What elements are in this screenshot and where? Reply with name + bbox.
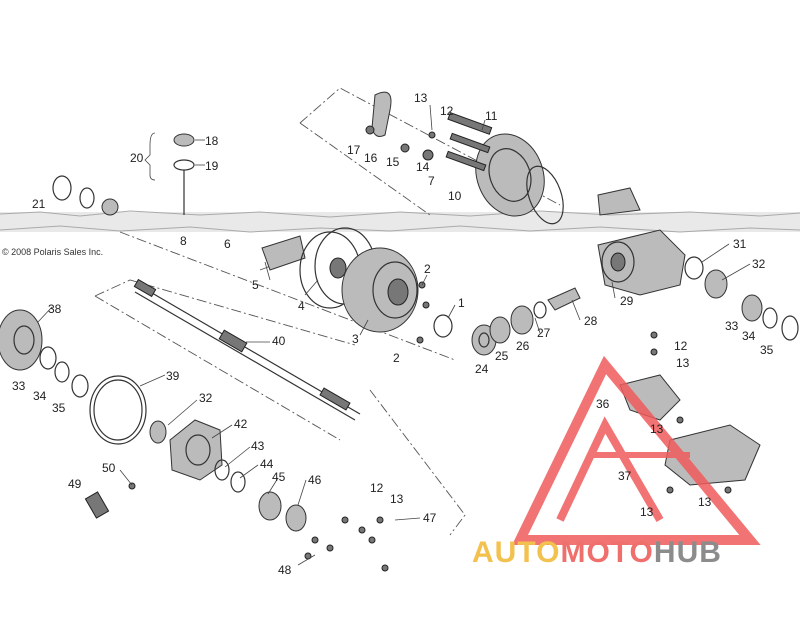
callout-34b: 34 <box>33 389 47 403</box>
gearcase-29 <box>597 187 728 299</box>
drive-shaft-40 <box>133 278 361 421</box>
callout-38: 38 <box>48 302 62 316</box>
bolts-47-48 <box>304 516 389 572</box>
callout-49: 49 <box>68 477 82 491</box>
callout-6: 6 <box>224 237 231 251</box>
callout-11: 11 <box>485 109 498 123</box>
watermark-logo <box>512 355 761 545</box>
callout-13c: 13 <box>390 492 404 506</box>
callout-4: 4 <box>298 299 305 313</box>
callout-18: 18 <box>205 134 219 148</box>
rings-33-35-right <box>650 294 799 356</box>
brand-part-moto: MOTO <box>560 536 654 569</box>
callout-2a: 2 <box>424 262 431 276</box>
callout-45: 45 <box>272 470 286 484</box>
callout-13d: 13 <box>650 422 664 436</box>
fitting-16 <box>365 91 436 161</box>
leader-lines <box>37 104 751 566</box>
callout-32b: 32 <box>199 391 213 405</box>
callout-48: 48 <box>278 563 292 577</box>
callout-33b: 33 <box>12 379 26 393</box>
clutch-housing-3 <box>341 247 419 333</box>
callout-46: 46 <box>308 473 322 487</box>
seals-43-46 <box>214 459 307 532</box>
callout-35b: 35 <box>52 401 66 415</box>
callout-16: 16 <box>364 151 378 165</box>
callout-14: 14 <box>416 160 430 174</box>
brand-part-hub: HUB <box>653 536 722 569</box>
callout-32a: 32 <box>752 257 766 271</box>
bearing-stack-24-28 <box>471 287 581 356</box>
callout-12a: 12 <box>440 104 454 118</box>
callout-12b: 12 <box>674 339 688 353</box>
callout-5: 5 <box>252 278 259 292</box>
scan-tear-band <box>0 210 800 233</box>
callout-50: 50 <box>102 461 116 475</box>
callout-20: 20 <box>130 151 144 165</box>
callout-26: 26 <box>516 339 530 353</box>
gasket-39 <box>89 375 147 445</box>
callout-25: 25 <box>495 349 509 363</box>
brand-part-auto: AUTO <box>472 536 561 569</box>
callout-labels: 18 19 20 21 13 12 11 17 16 15 14 7 10 8 … <box>12 91 774 577</box>
callout-31: 31 <box>733 237 747 251</box>
callout-7: 7 <box>428 174 435 188</box>
callout-27: 27 <box>537 326 551 340</box>
callout-36: 36 <box>596 397 610 411</box>
callout-37: 37 <box>618 469 632 483</box>
hub-42 <box>149 419 223 481</box>
bracket-5 <box>261 235 306 271</box>
cap-18 <box>173 133 195 215</box>
callout-29: 29 <box>620 294 634 308</box>
callout-13f: 13 <box>698 495 712 509</box>
callout-28: 28 <box>584 314 598 328</box>
callout-12c: 12 <box>370 481 384 495</box>
callout-2b: 2 <box>393 351 400 365</box>
callout-13a: 13 <box>414 91 428 105</box>
callout-47: 47 <box>423 511 437 525</box>
callout-10: 10 <box>448 189 462 203</box>
fasteners-1-2 <box>416 281 453 344</box>
callout-39: 39 <box>166 369 180 383</box>
callout-19: 19 <box>205 159 219 173</box>
gear-38 <box>0 309 89 398</box>
callout-13b: 13 <box>676 356 690 370</box>
callout-24: 24 <box>475 362 489 376</box>
fitting-49-50 <box>84 482 136 519</box>
callout-34a: 34 <box>742 329 756 343</box>
callout-21: 21 <box>32 197 46 211</box>
callout-8: 8 <box>180 234 187 248</box>
callout-15: 15 <box>386 155 400 169</box>
watermark-brand: AUTOMOTOHUB <box>472 536 722 570</box>
callout-17: 17 <box>347 143 361 157</box>
callout-35a: 35 <box>760 343 774 357</box>
callout-43: 43 <box>251 439 265 453</box>
cover-plate-11 <box>445 112 564 225</box>
callout-3: 3 <box>352 332 359 346</box>
callout-42: 42 <box>234 417 248 431</box>
callout-1: 1 <box>458 296 465 310</box>
callout-44: 44 <box>260 457 274 471</box>
callout-40: 40 <box>272 334 286 348</box>
copyright-notice: © 2008 Polaris Sales Inc. <box>2 247 104 257</box>
rings-21 <box>52 175 119 216</box>
callout-13e: 13 <box>640 505 654 519</box>
callout-33a: 33 <box>725 319 739 333</box>
